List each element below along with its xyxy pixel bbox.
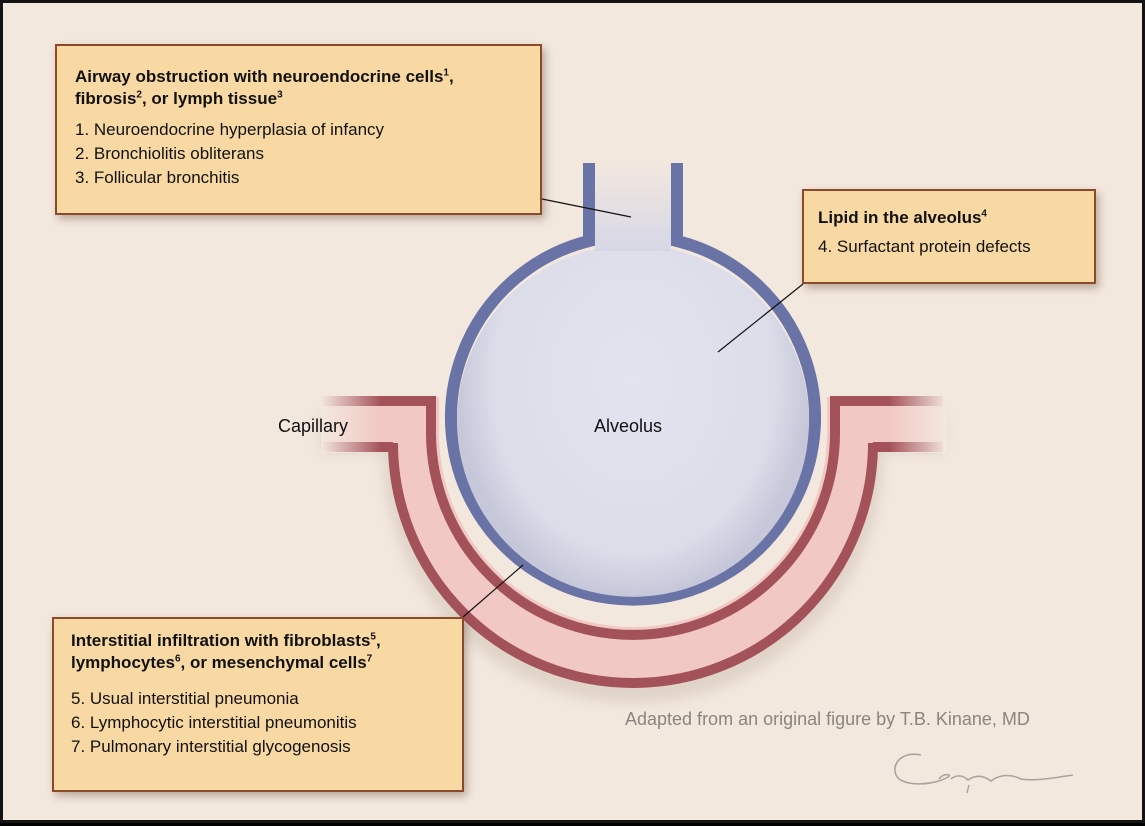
capillary-label: Capillary — [278, 416, 349, 436]
interstitial-title-mesenchymal: , or mesenchymal cells — [180, 653, 367, 672]
callout-interstitial-infiltration: Interstitial infiltration with fibroblas… — [52, 617, 464, 792]
list-item: 1. Neuroendocrine hyperplasia of infancy — [75, 120, 385, 139]
interstitial-title-lymphocytes: lymphocytes — [71, 653, 175, 672]
capillary-fade-left — [321, 391, 381, 453]
alveolus-label: Alveolus — [594, 416, 663, 436]
callout-lipid-title: Lipid in the alveolus4 — [818, 207, 1094, 229]
airway-title-lymph: , or lymph tissue — [141, 89, 278, 108]
ref-7: 7 — [366, 653, 373, 665]
capillary-fade-right — [889, 391, 947, 453]
signature-mark — [966, 784, 970, 794]
capillary-tube — [321, 397, 943, 679]
airway-title-line1: Airway obstruction with neuroendocrine c… — [75, 67, 444, 86]
interstitial-title-punct: , — [375, 631, 381, 650]
leader-line-airway — [541, 198, 632, 218]
leader-line-interstitial — [462, 564, 524, 618]
leader-line-lipid — [717, 283, 804, 353]
ref-2: 2 — [136, 89, 142, 101]
airway-title-punct: , — [448, 67, 454, 86]
signature — [894, 753, 1074, 785]
capillary-inner-wall — [321, 396, 943, 640]
ref-6: 6 — [174, 653, 181, 665]
ref-4: 4 — [981, 208, 987, 220]
callout-airway-obstruction: Airway obstruction with neuroendocrine c… — [55, 44, 542, 215]
ref-1: 1 — [443, 67, 449, 79]
figure-credit: Adapted from an original figure by T.B. … — [625, 709, 1030, 729]
alveolus-diagram — [321, 161, 1074, 794]
ref-5: 5 — [370, 631, 376, 643]
list-item: 6. Lymphocytic interstitial pneumonitis — [71, 713, 357, 732]
list-item: 5. Usual interstitial pneumonia — [71, 689, 299, 708]
airway-title-fibrosis: fibrosis — [75, 89, 137, 108]
list-item: 4. Surfactant protein defects — [818, 237, 1031, 256]
lipid-title: Lipid in the alveolus — [818, 208, 982, 227]
callout-airway-title: Airway obstruction with neuroendocrine c… — [75, 66, 540, 110]
callout-lipid: Lipid in the alveolus4 4. Surfactant pro… — [802, 189, 1096, 284]
callout-interstitial-title: Interstitial infiltration with fibroblas… — [71, 630, 462, 674]
list-item: 2. Bronchiolitis obliterans — [75, 144, 264, 163]
list-item: 7. Pulmonary interstitial glycogenosis — [71, 737, 351, 756]
ref-3: 3 — [277, 89, 283, 101]
alveolus-interior — [457, 163, 809, 597]
capillary-outer-wall — [321, 442, 943, 688]
alveolus-wall — [445, 163, 821, 606]
list-item: 3. Follicular bronchitis — [75, 168, 240, 187]
interstitial-title-line1: Interstitial infiltration with fibroblas… — [71, 631, 371, 650]
airway-lumen — [595, 161, 671, 251]
